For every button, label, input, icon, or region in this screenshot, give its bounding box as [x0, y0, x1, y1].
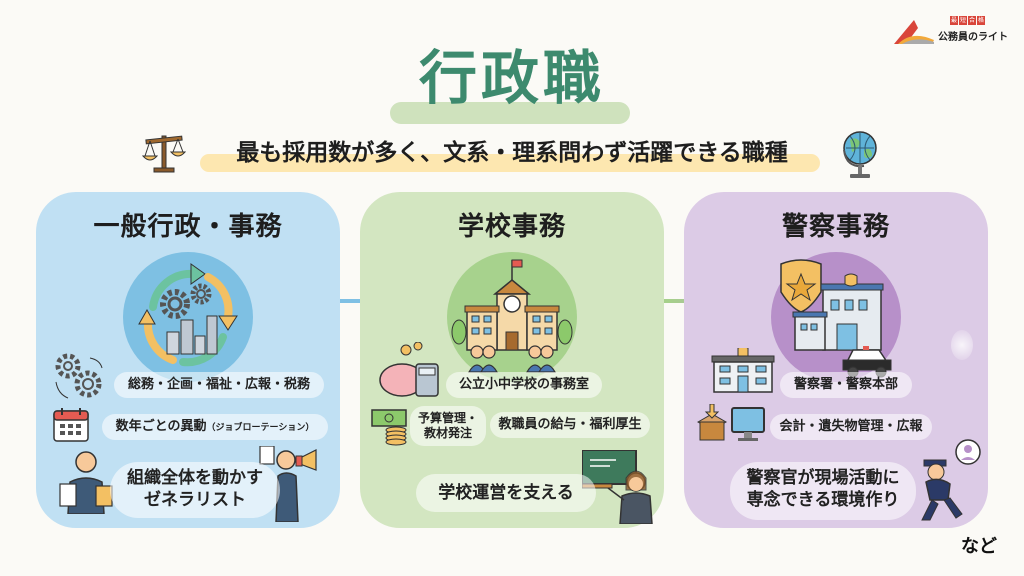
decoration-sparkle	[951, 330, 973, 360]
card-general-admin: 一般行政・事務 総務・企画・福祉・広報・税務	[36, 192, 340, 528]
person-megaphone-icon	[259, 446, 317, 522]
gears-city-cycle-icon	[138, 263, 238, 367]
hero-circle	[447, 252, 577, 382]
logo-text: 公務員のライト	[938, 32, 1008, 43]
hero-circle	[123, 252, 253, 382]
logo-tag: 合	[968, 16, 977, 25]
highlight-line: 組織全体を動かす	[127, 468, 263, 488]
brand-logo: 最 短 合 格 公務員のライト	[892, 14, 1022, 48]
role-highlight: 組織全体を動かす ゼネラリスト	[110, 462, 280, 518]
budget-line: 予算管理・	[417, 411, 478, 425]
role-highlight: 学校運営を支える	[416, 474, 596, 512]
card-title: 一般行政・事務	[93, 212, 283, 242]
money-coins-icon	[371, 409, 407, 446]
balance-scale-icon	[141, 135, 187, 173]
subtitle: 最も採用数が多く、文系・理系問わず活躍できる職種	[236, 140, 788, 166]
mountain-logo-icon	[894, 20, 934, 44]
salary-pill: 教職員の給与・福利厚生	[490, 412, 650, 438]
teacher-blackboard-icon	[582, 450, 653, 524]
police-building-icon	[711, 348, 775, 393]
duty-pill: 公立小中学校の事務室	[446, 372, 602, 398]
police-officer-running-icon	[921, 439, 981, 521]
highlight-line: 専念できる環境作り	[746, 490, 900, 510]
person-documents-icon	[59, 451, 113, 514]
rotation-label: 数年ごとの異動	[115, 419, 207, 434]
rotation-sub: （ジョブローテーション）	[206, 423, 315, 433]
footer-note: など	[961, 536, 997, 557]
page-title-block: 行政職	[388, 40, 636, 124]
card-police-admin: 警察事務 警察署・警察本部 会計・遺失物管理・広報	[684, 192, 988, 528]
budget-line: 教材発注	[423, 426, 472, 440]
subtitle-block: 最も採用数が多く、文系・理系問わず活躍できる職種	[140, 128, 884, 180]
highlight-line: ゼネラリスト	[144, 490, 246, 510]
logo-tag: 格	[977, 16, 986, 25]
budget-pill: 予算管理・ 教材発注	[410, 406, 486, 446]
card-school-admin: 学校事務 公立小中学校の事務室 予	[360, 192, 664, 528]
highlight-line: 学校運営を支える	[438, 483, 574, 503]
duty-pill: 総務・企画・福祉・広報・税務	[114, 372, 324, 398]
hero-circle	[771, 252, 901, 382]
box-computer-icon	[696, 404, 765, 441]
subtitle-highlight	[200, 154, 820, 172]
page-title: 行政職	[418, 44, 605, 112]
title-highlight	[390, 102, 630, 124]
piggy-bank-calculator-icon	[379, 342, 439, 397]
gears-icon	[55, 353, 103, 399]
logo-tag: 最	[950, 16, 959, 25]
highlight-line: 警察官が現場活動に	[746, 468, 900, 488]
school-building-icon	[451, 259, 573, 373]
logo-tags: 最 短 合 格	[950, 16, 986, 25]
role-highlight: 警察官が現場活動に 専念できる環境作り	[730, 462, 916, 520]
card-title: 学校事務	[457, 212, 566, 242]
duty-pill: 会計・遺失物管理・広報	[770, 414, 932, 440]
duty-pill: 警察署・警察本部	[780, 372, 912, 398]
card-title: 警察事務	[781, 212, 890, 242]
logo-tag: 短	[959, 16, 968, 25]
calendar-icon	[53, 408, 89, 442]
police-station-badge-icon	[780, 259, 892, 378]
globe-icon	[843, 131, 877, 178]
rotation-pill: 数年ごとの異動（ジョブローテーション）	[102, 414, 328, 440]
